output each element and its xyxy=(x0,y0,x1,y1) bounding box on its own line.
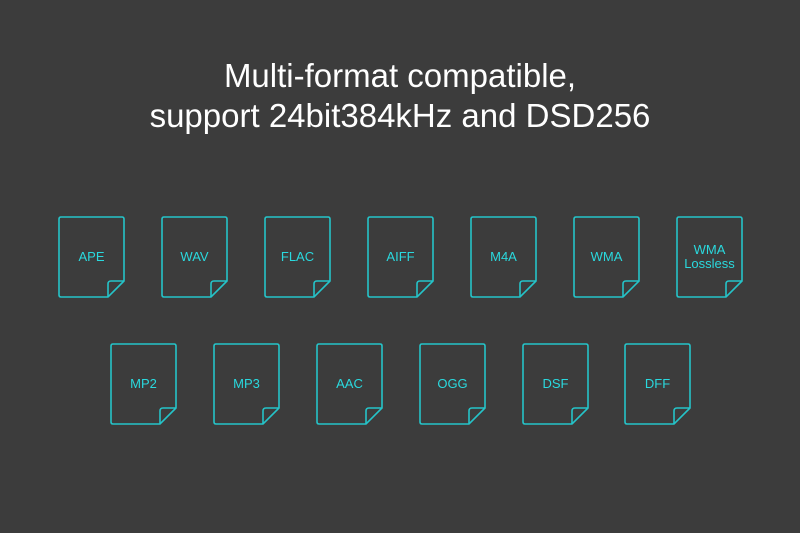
format-card-m4a: M4A xyxy=(470,216,537,298)
format-card-flac: FLAC xyxy=(264,216,331,298)
format-label: DFF xyxy=(644,376,671,391)
file-icon xyxy=(624,343,691,425)
file-icon xyxy=(161,216,228,298)
format-label: WMA xyxy=(590,249,623,264)
format-label: M4A xyxy=(490,249,517,264)
format-label: FLAC xyxy=(280,249,315,264)
format-label: AIFF xyxy=(386,249,415,264)
format-label: APE xyxy=(78,249,105,264)
file-icon xyxy=(573,216,640,298)
format-card-aac: AAC xyxy=(316,343,383,425)
format-card-mp3: MP3 xyxy=(213,343,280,425)
format-label: DSF xyxy=(542,376,569,391)
format-label: MP2 xyxy=(130,376,157,391)
format-label: WAV xyxy=(180,249,209,264)
format-card-wma: WMA xyxy=(573,216,640,298)
format-card-aiff: AIFF xyxy=(367,216,434,298)
format-card-ogg: OGG xyxy=(419,343,486,425)
format-label: AAC xyxy=(336,376,363,391)
format-card-wma-lossless: WMA Lossless xyxy=(676,216,743,298)
file-icon xyxy=(58,216,125,298)
format-card-dsf: DSF xyxy=(522,343,589,425)
file-icon xyxy=(676,216,743,298)
file-icon xyxy=(419,343,486,425)
title-line-2: support 24bit384kHz and DSD256 xyxy=(149,97,651,134)
title-line-1: Multi-format compatible, xyxy=(223,57,577,94)
file-icon xyxy=(213,343,280,425)
format-label: WMA Lossless xyxy=(684,242,735,271)
file-icon xyxy=(470,216,537,298)
file-icon xyxy=(264,216,331,298)
format-label: MP3 xyxy=(233,376,260,391)
file-icon xyxy=(110,343,177,425)
format-card-dff: DFF xyxy=(624,343,691,425)
file-icon xyxy=(367,216,434,298)
page-title: Multi-format compatible, support 24bit38… xyxy=(0,56,800,136)
file-icon xyxy=(316,343,383,425)
format-card-mp2: MP2 xyxy=(110,343,177,425)
format-card-ape: APE xyxy=(58,216,125,298)
format-card-wav: WAV xyxy=(161,216,228,298)
file-icon xyxy=(522,343,589,425)
format-label: OGG xyxy=(437,376,468,391)
